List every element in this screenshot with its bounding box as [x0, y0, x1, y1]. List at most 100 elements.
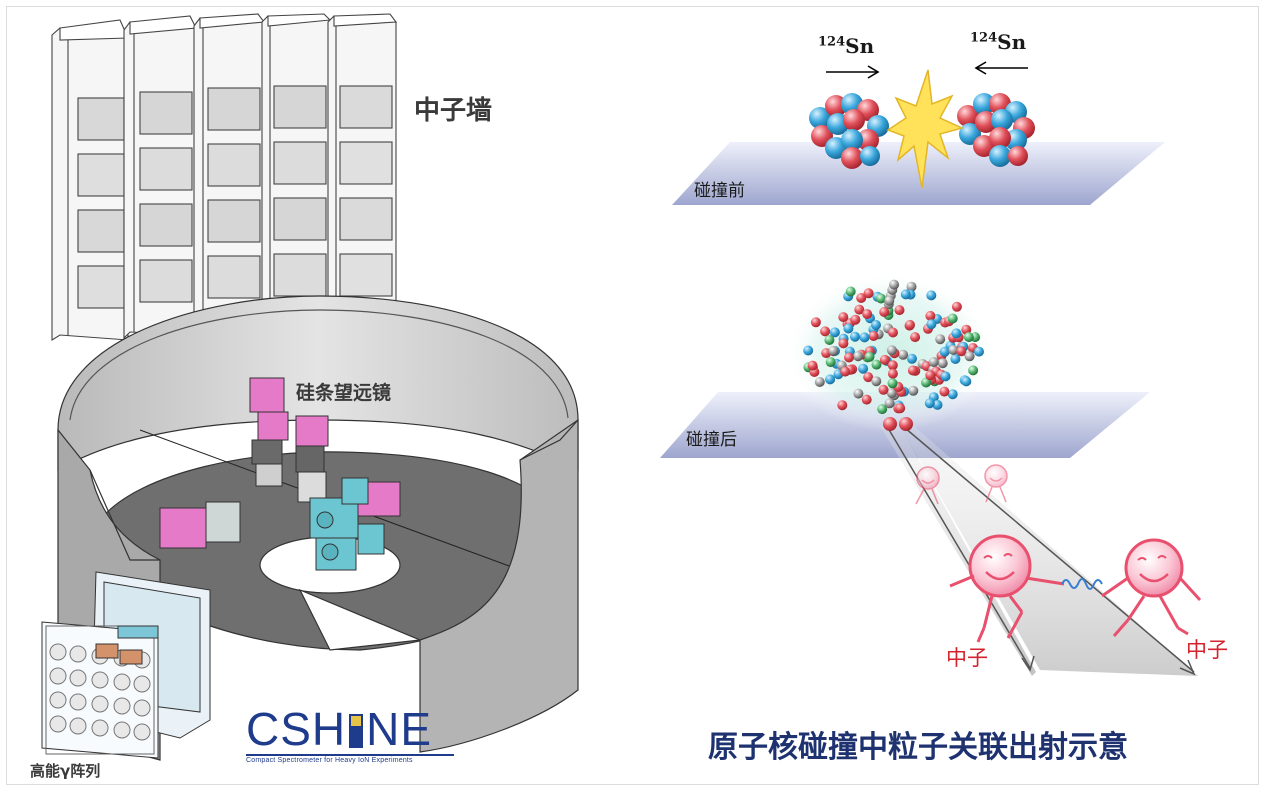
particle [820, 326, 831, 337]
wall-column [327, 13, 398, 330]
particle [803, 345, 814, 356]
particle [843, 323, 854, 334]
before-collision-label: 碰撞前 [694, 181, 745, 201]
element-symbol: Sn [845, 34, 875, 58]
particle [947, 389, 958, 400]
particle [878, 384, 889, 395]
particle [856, 293, 867, 303]
gamma-array-label: 高能γ阵列 [30, 762, 101, 780]
particle [939, 346, 950, 357]
particle [887, 360, 898, 371]
logo-subtitle: Compact Spectrometer for Heavy IoN Exper… [246, 757, 413, 764]
particle [853, 388, 864, 399]
particle [910, 332, 921, 343]
particle [940, 371, 951, 382]
neutron-figure-right [1101, 538, 1202, 637]
after-collision-label: 碰撞后 [686, 430, 737, 450]
particle [898, 349, 909, 360]
particle [840, 366, 851, 377]
neutron-figure-left [949, 534, 1065, 643]
particle [844, 352, 854, 363]
particle [868, 331, 879, 341]
particle [825, 374, 836, 385]
neutron-label-left: 中子 [946, 646, 988, 670]
logo-text-end: NE [366, 703, 433, 755]
neutron-wall-label: 中子墙 [414, 96, 493, 126]
particle [951, 328, 962, 339]
particle [905, 319, 915, 330]
particle [862, 309, 873, 320]
particle [879, 354, 890, 365]
neutron-wall [51, 13, 398, 341]
particle [837, 400, 848, 411]
gamma-array [41, 571, 211, 759]
particle [939, 386, 950, 397]
particle [887, 368, 898, 379]
particle [963, 332, 974, 343]
particle [888, 327, 898, 338]
element-symbol: Sn [997, 30, 1027, 54]
nucleus-right-label: 124Sn [970, 30, 1026, 54]
particle [838, 338, 849, 349]
particle [886, 345, 897, 356]
neutron-label-right: 中子 [1186, 638, 1228, 662]
particle [871, 320, 881, 330]
silicon-telescope [159, 377, 401, 571]
logo-rule [246, 754, 454, 756]
particle [895, 403, 906, 414]
particle [886, 388, 897, 399]
particle [876, 293, 886, 304]
particle [814, 377, 825, 387]
wall-column [193, 13, 266, 336]
particle [906, 281, 917, 292]
logo-i-glyph [349, 714, 364, 748]
particle [961, 376, 972, 387]
particle [853, 351, 864, 362]
particle [838, 312, 849, 323]
particle [907, 365, 918, 376]
particle [928, 357, 939, 367]
particle [926, 319, 937, 330]
nucleus-left-label: 124Sn [818, 34, 874, 58]
particle [871, 376, 882, 387]
particle [937, 358, 948, 369]
particle [948, 345, 959, 355]
particle [845, 286, 856, 297]
beam-right [900, 426, 1198, 676]
silicon-telescope-label: 硅条望远镜 [296, 382, 392, 404]
particle [863, 288, 874, 299]
particle [974, 346, 984, 357]
particle [864, 351, 875, 362]
particle [859, 332, 870, 343]
nucleus-left [809, 93, 889, 169]
particle [907, 353, 917, 364]
neutron-figure-small [915, 464, 1008, 505]
particle [854, 304, 865, 315]
particle [925, 310, 936, 321]
particle [884, 398, 895, 409]
particle [950, 354, 961, 364]
interaction-wave [1061, 578, 1103, 590]
particle [858, 363, 869, 374]
particle [951, 301, 962, 312]
particle [828, 345, 839, 356]
particle [877, 404, 888, 415]
particle [861, 394, 872, 405]
after-collision-scene [660, 272, 1202, 676]
particle [894, 305, 905, 316]
collision-flash [886, 69, 965, 189]
particle [900, 289, 911, 300]
particle [968, 365, 979, 376]
wall-column [261, 13, 332, 332]
particle [807, 360, 818, 371]
particle [932, 399, 943, 410]
particle [964, 351, 975, 362]
particle [926, 290, 937, 301]
figure-caption: 原子核碰撞中粒子关联出射示意 [708, 730, 1128, 765]
particle [863, 372, 874, 383]
figure-frame [6, 6, 1259, 785]
emitted-particles [803, 279, 984, 415]
